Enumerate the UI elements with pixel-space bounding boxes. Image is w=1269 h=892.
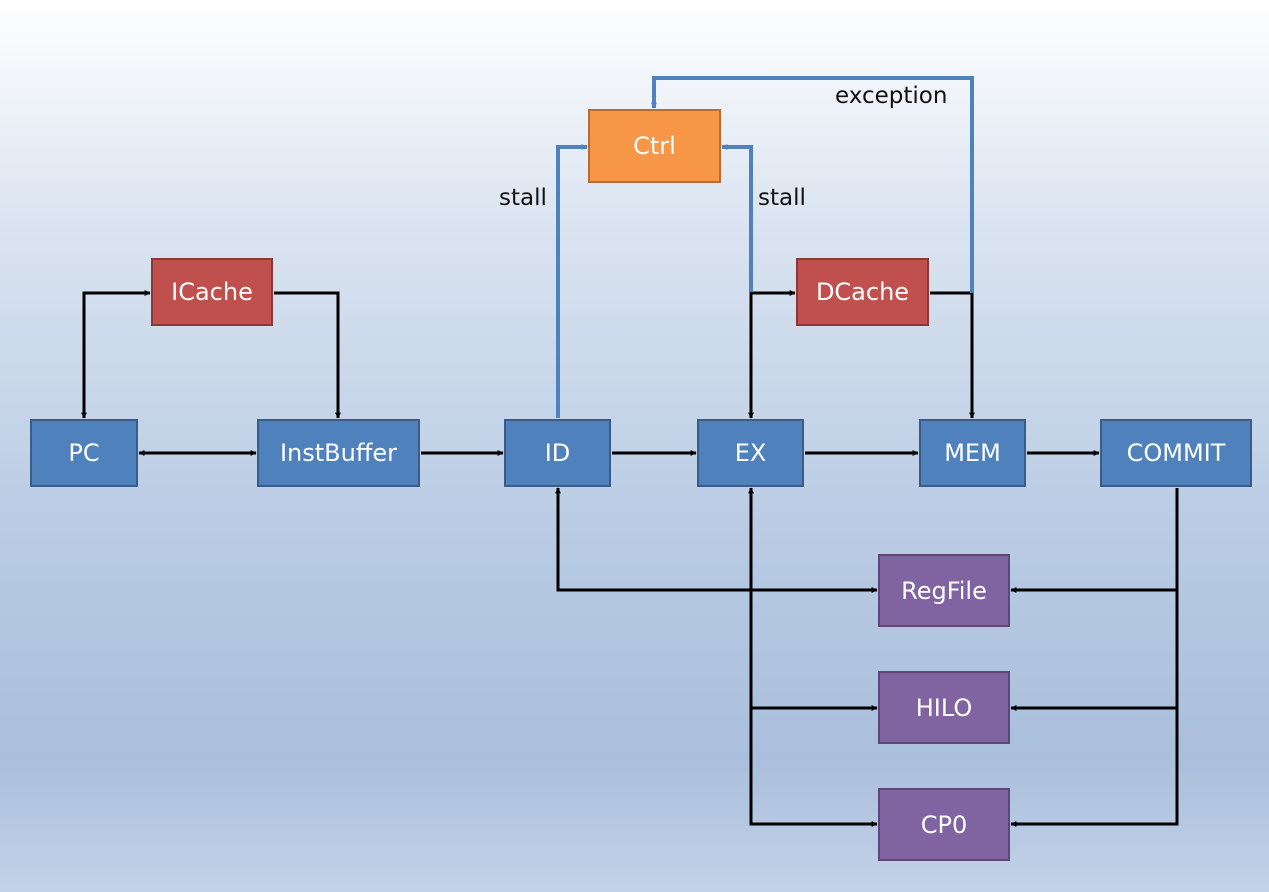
ex-box: EX xyxy=(697,419,804,487)
ctrl-label: Ctrl xyxy=(633,132,676,160)
wire-icache-instbuffer xyxy=(274,291,341,419)
wire-dcache-mem xyxy=(930,291,975,419)
wire-pc-icache xyxy=(81,290,151,419)
wire-id-stall-ctrl xyxy=(556,144,588,418)
wire-ex-dcache xyxy=(748,290,796,419)
mem-label: MEM xyxy=(944,439,1001,467)
hilo-box: HILO xyxy=(878,671,1010,744)
stall-label-id: stall xyxy=(499,185,547,211)
hilo-label: HILO xyxy=(915,693,973,722)
commit-label: COMMIT xyxy=(1126,439,1226,467)
instbuffer-label: InstBuffer xyxy=(279,439,398,467)
icache-label: ICache xyxy=(171,278,253,306)
pc-box: PC xyxy=(30,419,138,487)
ctrl-box: Ctrl xyxy=(588,109,721,183)
wire-ex-trunk xyxy=(748,487,878,827)
mem-box: MEM xyxy=(919,419,1026,487)
ex-label: EX xyxy=(734,439,767,467)
wire-id-regfile xyxy=(555,487,878,593)
dcache-label: DCache xyxy=(815,278,910,306)
cp0-box: CP0 xyxy=(878,788,1010,861)
dcache-box: DCache xyxy=(796,258,929,326)
wire-exception-ctrl xyxy=(651,76,974,293)
commit-box: COMMIT xyxy=(1100,419,1252,487)
id-label: ID xyxy=(544,439,571,467)
regfile-box: RegFile xyxy=(878,554,1010,627)
wire-ex-stall-ctrl xyxy=(721,144,753,292)
id-box: ID xyxy=(504,419,611,487)
cp0-label: CP0 xyxy=(920,810,968,839)
regfile-label: RegFile xyxy=(901,576,987,605)
instbuffer-box: InstBuffer xyxy=(257,419,420,487)
pc-label: PC xyxy=(68,439,100,467)
wire-commit-trunk xyxy=(1010,488,1179,827)
stall-label-ex: stall xyxy=(758,185,806,211)
icache-box: ICache xyxy=(151,258,273,326)
exception-label: exception xyxy=(835,83,948,109)
